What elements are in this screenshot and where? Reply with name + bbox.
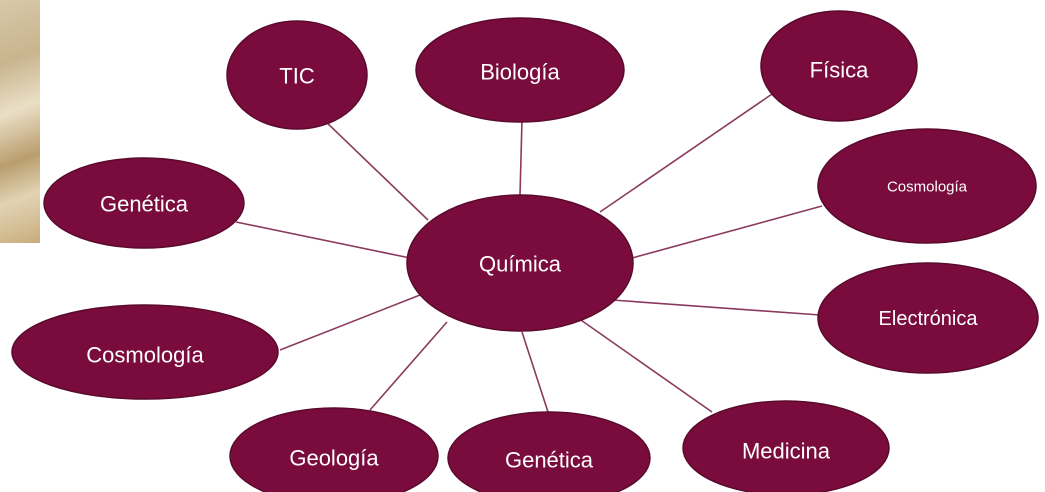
node-medicina: Medicina (682, 400, 890, 492)
node-center-quimica: Química (406, 194, 634, 332)
connector-genetica-left (235, 221, 411, 259)
node-label-genetica-bottom: Genética (505, 448, 594, 473)
connector-electronica (611, 299, 821, 316)
node-electronica: Electrónica (817, 262, 1039, 374)
connectors (235, 91, 823, 413)
connector-biologia (519, 119, 523, 196)
connector-genetica-bottom (521, 331, 549, 413)
node-label-cosmologia-right: Cosmología (887, 179, 968, 196)
connector-tic (321, 117, 429, 221)
connector-cosmologia-right (631, 205, 823, 259)
node-label-geologia: Geología (289, 446, 379, 471)
node-label-genetica-left: Genética (100, 192, 189, 217)
nodes: TIC Biología Física Cosmología Electróni… (11, 10, 1039, 492)
node-label-center: Química (479, 252, 562, 277)
node-fisica: Física (760, 10, 918, 122)
node-label-fisica: Física (810, 58, 869, 83)
node-genetica-left: Genética (43, 157, 245, 249)
node-geologia: Geología (229, 407, 439, 492)
connector-fisica (599, 91, 776, 213)
connector-cosmologia-left (279, 294, 421, 351)
node-genetica-bottom: Genética (447, 411, 651, 492)
node-label-tic: TIC (279, 64, 315, 89)
node-tic: TIC (226, 20, 368, 130)
connector-geologia (369, 321, 448, 411)
node-cosmologia-left: Cosmología (11, 304, 279, 400)
node-cosmologia-right: Cosmología (817, 128, 1037, 244)
node-label-medicina: Medicina (742, 439, 831, 464)
node-biologia: Biología (415, 17, 625, 123)
connector-medicina (577, 317, 713, 413)
node-label-biologia: Biología (480, 60, 560, 85)
node-label-electronica: Electrónica (879, 308, 979, 330)
photo-fragment (0, 0, 40, 243)
node-label-cosmologia-left: Cosmología (86, 343, 204, 368)
